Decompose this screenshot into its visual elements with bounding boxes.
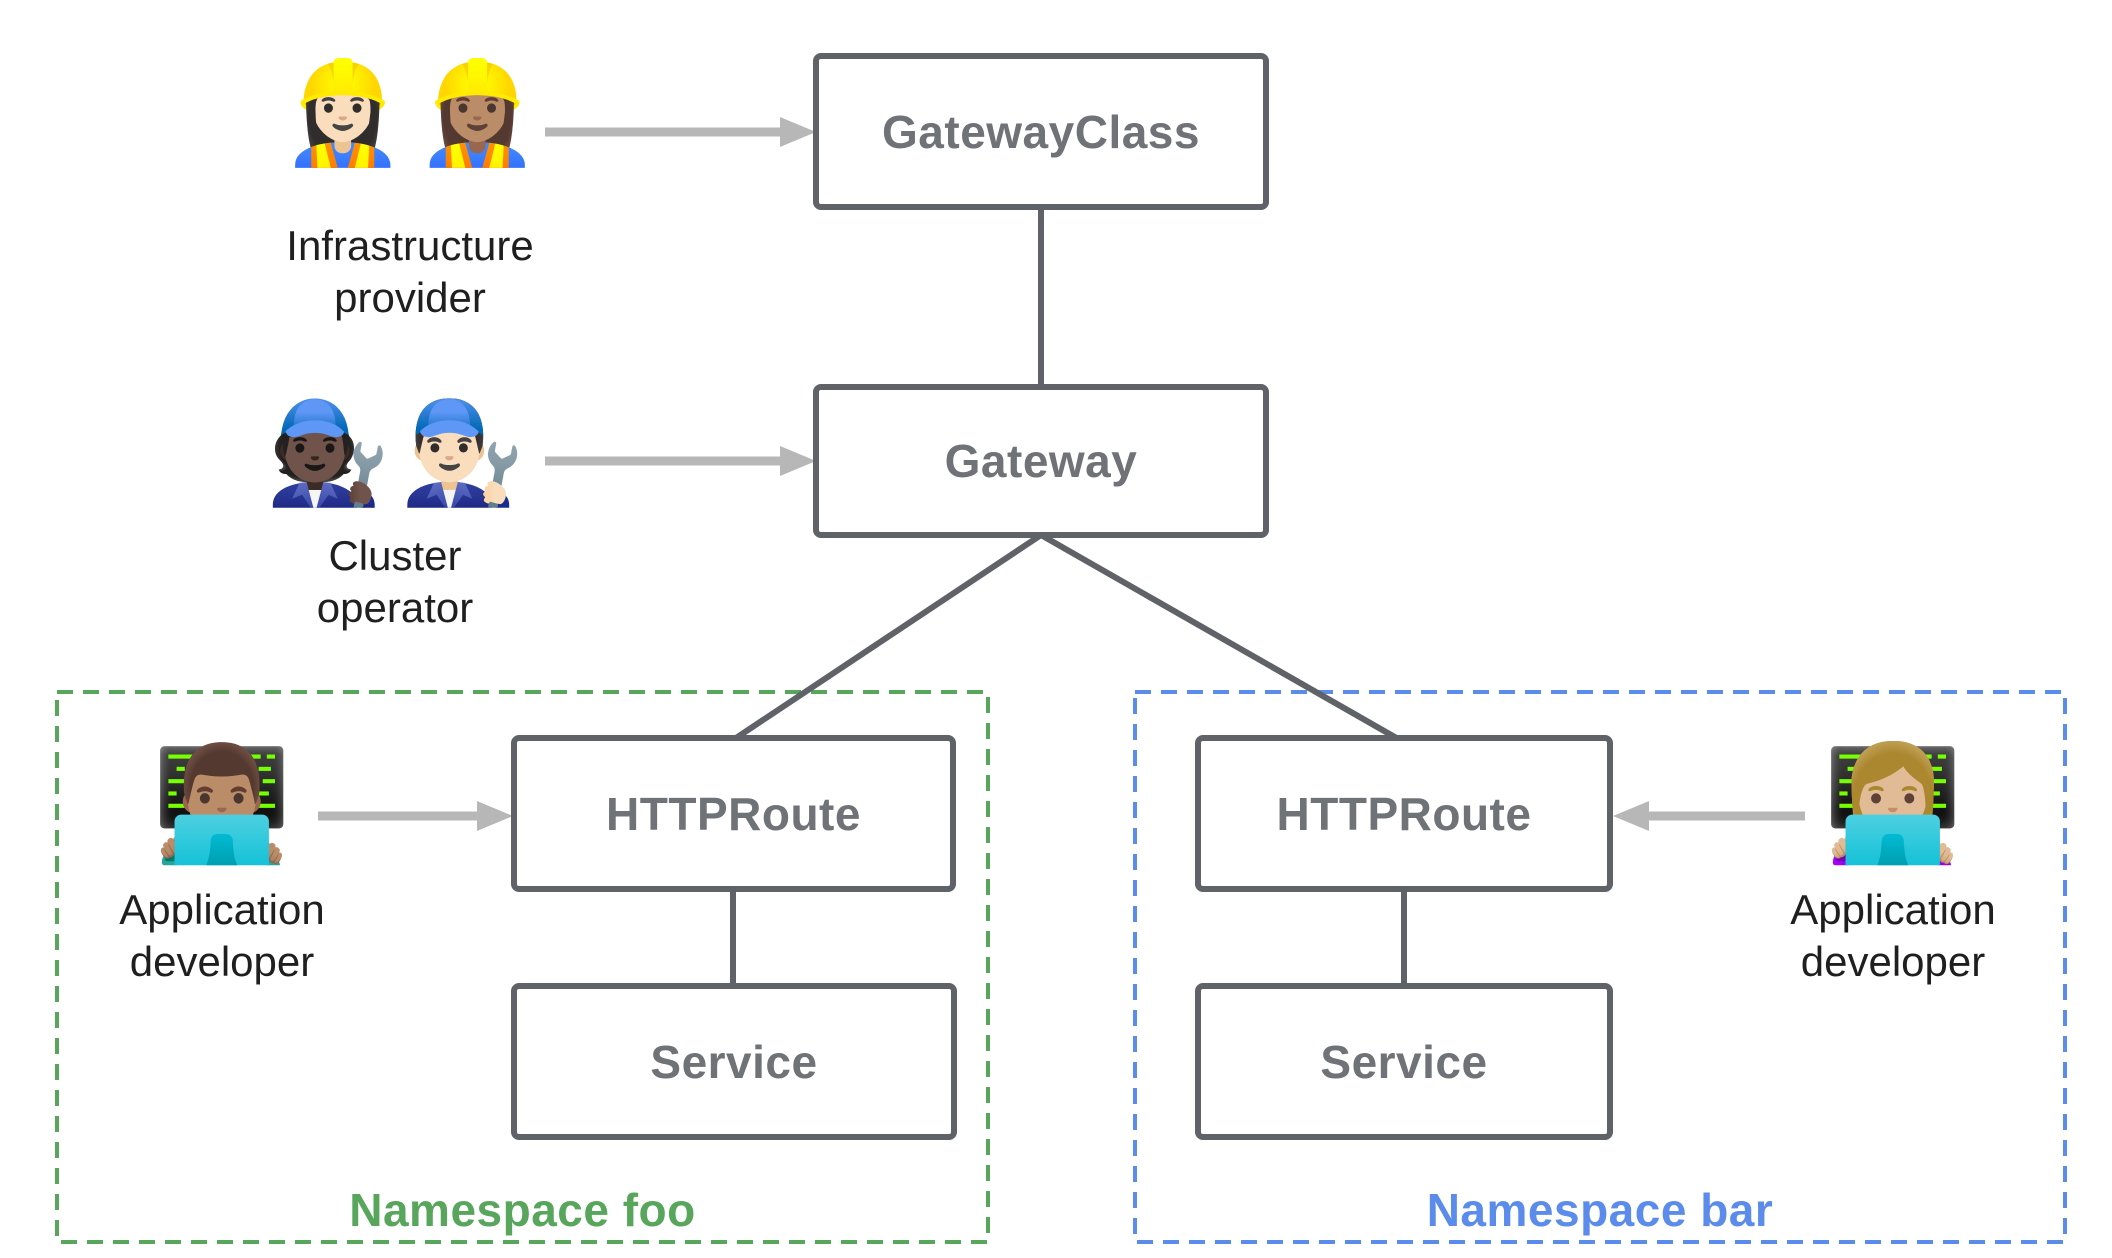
arrow-cluster-operator-to-gateway — [545, 446, 816, 476]
app-developer-foo-label-line2: developer — [129, 938, 315, 985]
app-developer-foo-label: Application developer — [42, 884, 402, 988]
infrastructure-provider-emojis: 👷🏻‍♀️ 👷🏽‍♀️ — [180, 58, 640, 168]
edge-gateway-httproute-bar — [1039, 532, 1402, 743]
cluster-operator-label: Cluster operator — [160, 530, 630, 634]
arrow-app-developer-to-httproute-foo — [318, 801, 513, 831]
node-service-foo: Service — [511, 983, 957, 1140]
node-service-bar-label: Service — [1320, 1035, 1488, 1088]
man-mechanic-light-icon: 👨🏻‍🔧 — [400, 397, 525, 509]
node-gatewayclass: GatewayClass — [813, 53, 1269, 210]
man-technologist-icon: 👨🏽‍💻 — [152, 741, 292, 866]
namespace-bar-caption: Namespace bar — [1426, 1184, 1774, 1236]
node-httproute-foo: HTTPRoute — [511, 735, 956, 892]
namespace-foo-caption: Namespace foo — [349, 1184, 696, 1236]
app-developer-foo-emoji-row: 👨🏽‍💻 — [42, 742, 402, 865]
node-httproute-foo-label: HTTPRoute — [606, 787, 861, 840]
app-developer-bar-label-line1: Application — [1790, 886, 1996, 933]
app-developer-bar-label: Application developer — [1713, 884, 2073, 988]
infrastructure-provider-label-line1: Infrastructure — [286, 222, 534, 269]
node-httproute-bar-label: HTTPRoute — [1276, 787, 1532, 840]
node-service-foo-label: Service — [650, 1035, 818, 1088]
app-developer-foo-label-line1: Application — [119, 886, 325, 933]
infrastructure-provider-label: Infrastructure provider — [180, 220, 640, 324]
edge-gateway-httproute-foo — [731, 532, 1043, 743]
namespace-bar-boundary — [1133, 690, 2067, 1244]
app-developer-bar-emoji-row: 👩🏼‍💻 — [1713, 742, 2073, 865]
node-gateway: Gateway — [813, 384, 1269, 538]
arrow-app-developer-to-httproute-bar — [1613, 801, 1805, 831]
node-gateway-label: Gateway — [944, 435, 1138, 487]
namespace-foo-boundary — [55, 690, 990, 1244]
node-service-bar: Service — [1195, 983, 1613, 1140]
node-gatewayclass-label: GatewayClass — [882, 105, 1200, 158]
cluster-operator-label-line1: Cluster — [328, 532, 462, 579]
cluster-operator-emojis: 🧑🏿‍🔧 👨🏻‍🔧 — [160, 398, 630, 508]
arrow-infrastructure-provider-to-gatewayclass — [545, 117, 816, 147]
cluster-operator-label-line2: operator — [316, 584, 474, 631]
mechanic-dark-icon: 🧑🏿‍🔧 — [265, 397, 390, 509]
app-developer-bar-label-line2: developer — [1800, 938, 1986, 985]
woman-technologist-icon: 👩🏼‍💻 — [1823, 741, 1963, 866]
woman-construction-worker-medium-icon: 👷🏽‍♀️ — [415, 57, 540, 169]
infrastructure-provider-label-line2: provider — [334, 274, 486, 321]
node-httproute-bar: HTTPRoute — [1195, 735, 1613, 892]
woman-construction-worker-light-icon: 👷🏻‍♀️ — [280, 57, 405, 169]
